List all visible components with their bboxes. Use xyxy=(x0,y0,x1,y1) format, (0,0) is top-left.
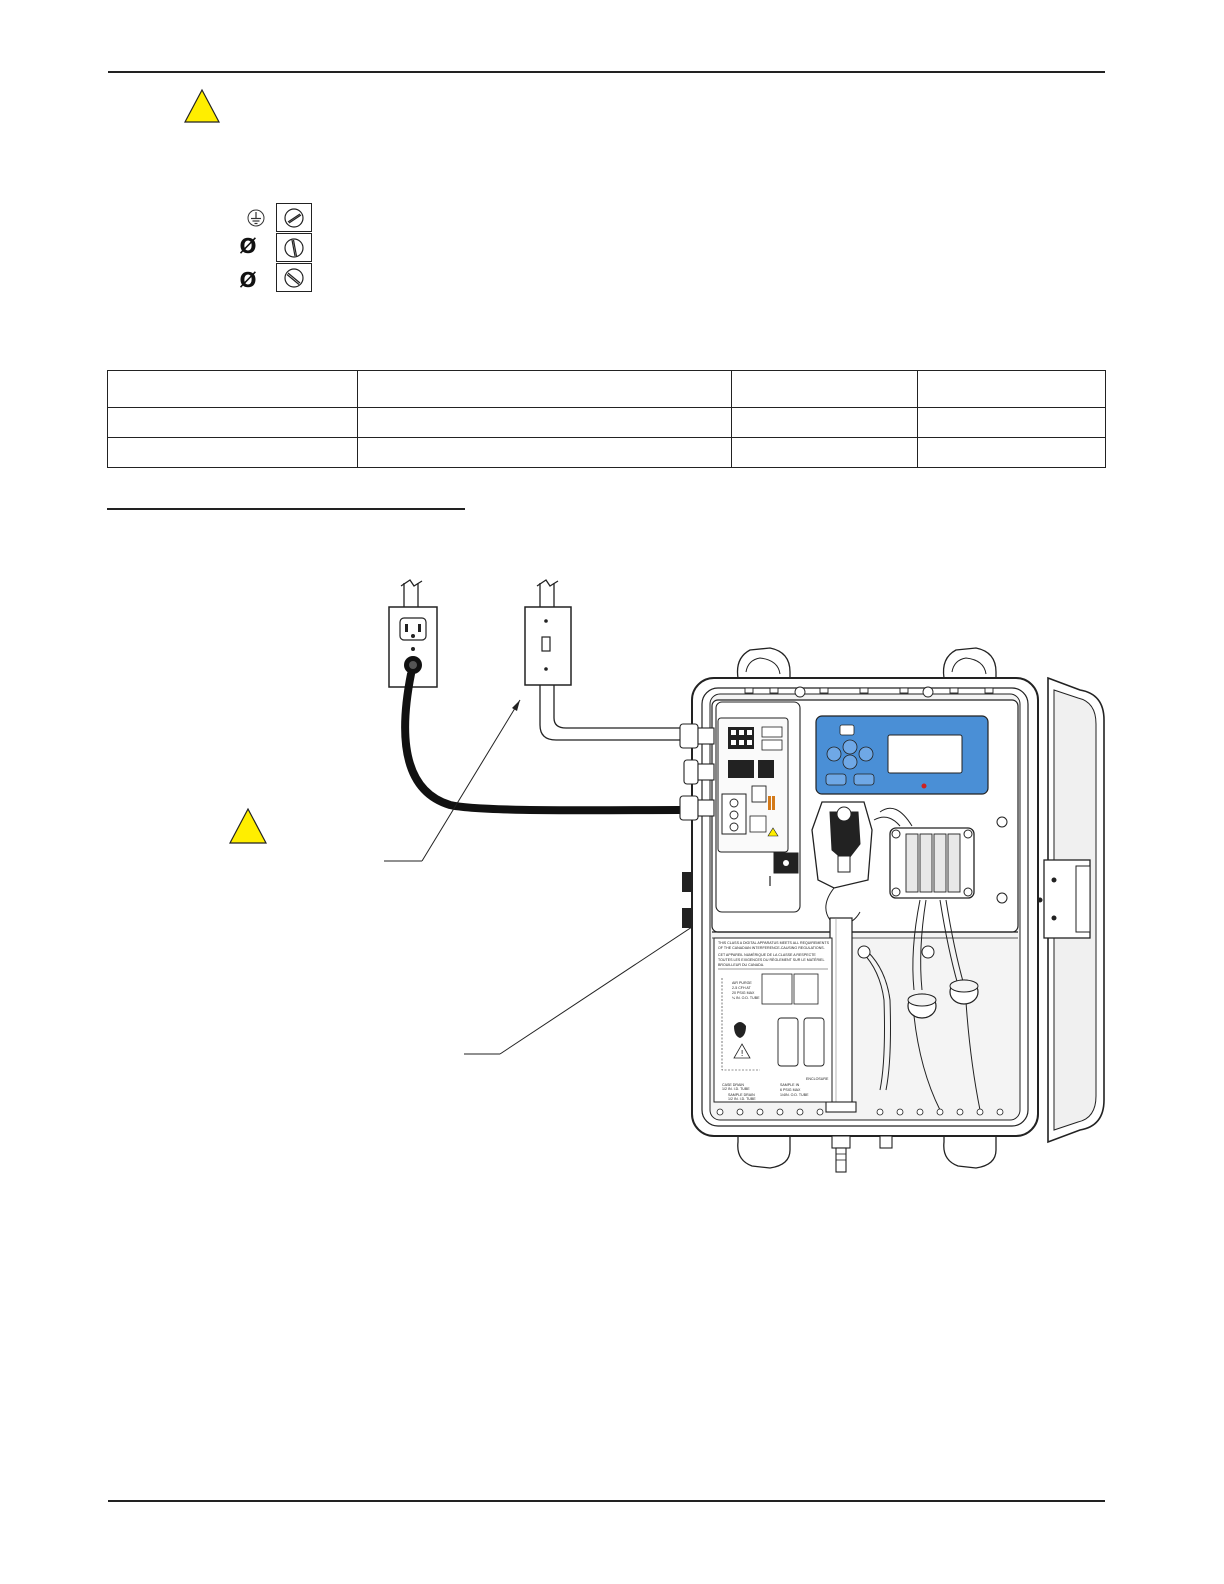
label-line-2: OF THE CANADIAN INTERFERENCE-CAUSING REG… xyxy=(718,946,825,950)
terminal-screw-phase-2 xyxy=(276,263,312,292)
table-cell xyxy=(356,437,733,468)
table-cell xyxy=(107,437,358,468)
label-sample-in-2: 6 PSIG MAX xyxy=(780,1088,801,1092)
warning-triangle-icon xyxy=(184,88,220,123)
table-header-row xyxy=(107,370,1106,408)
label-sample-in: SAMPLE IN xyxy=(780,1083,800,1087)
phase-icon: Ø xyxy=(239,234,257,258)
table-cell xyxy=(917,437,1106,468)
terminal-screw-earth xyxy=(276,203,312,232)
label-line-4: TOUTES LES EXIGENCES DU RÈGLEMENT SUR LE… xyxy=(718,957,824,962)
table-cell xyxy=(107,370,358,408)
table-cell xyxy=(731,407,919,438)
terminal-screw-phase-1 xyxy=(276,233,312,262)
terminal-row-phase-2: Ø xyxy=(236,268,260,292)
warning-triangle-icon xyxy=(229,807,267,844)
label-air-purge-2: 2-5 CFH AT xyxy=(732,986,752,990)
table-row xyxy=(107,437,1106,468)
wall-switch xyxy=(524,579,572,686)
label-sample-drain: SAMPLE DRAIN xyxy=(728,1093,755,1097)
label-sample-in-3: 1/4IN. O.D. TUBE xyxy=(780,1093,809,1097)
svg-text:!: ! xyxy=(741,1049,744,1058)
label-sample-drain-2: 1/2 IN. I.D. TUBE xyxy=(728,1097,756,1101)
analyzer-enclosure: THIS CLASS A DIGITAL APPARATUS MEETS ALL… xyxy=(679,647,1105,1173)
label-line-5: BROUILLEUR DU CANADA. xyxy=(718,963,764,967)
label-case-drain-2: 1/2 IN. I.D. TUBE xyxy=(722,1087,750,1091)
label-air-purge-3: 20 PSIG MAX xyxy=(732,991,755,995)
label-line-1: THIS CLASS A DIGITAL APPARATUS MEETS ALL… xyxy=(718,941,830,945)
table-cell xyxy=(917,407,1106,438)
table-cell xyxy=(731,370,919,408)
label-line-3: CET APPAREIL NUMÉRIQUE DE LA CLASSE A RE… xyxy=(718,952,816,957)
footer-rule xyxy=(108,1500,1105,1502)
table-cell xyxy=(356,407,733,438)
label-enclosure: ENCLOSURE xyxy=(806,1077,829,1081)
label-case-drain: CASE DRAIN xyxy=(722,1083,744,1087)
label-air-purge-4: ¼ IN. O.D. TUBE xyxy=(732,996,760,1000)
terminal-row-phase-1: Ø xyxy=(236,234,260,258)
spec-table xyxy=(107,370,1106,468)
section-heading-underline xyxy=(107,508,465,510)
label-air-purge: AIR PURGE xyxy=(732,981,752,985)
phase-icon: Ø xyxy=(239,268,257,292)
protective-earth-icon xyxy=(247,209,265,227)
table-cell xyxy=(731,437,919,468)
header-rule xyxy=(108,71,1105,73)
table-row xyxy=(107,407,1106,438)
